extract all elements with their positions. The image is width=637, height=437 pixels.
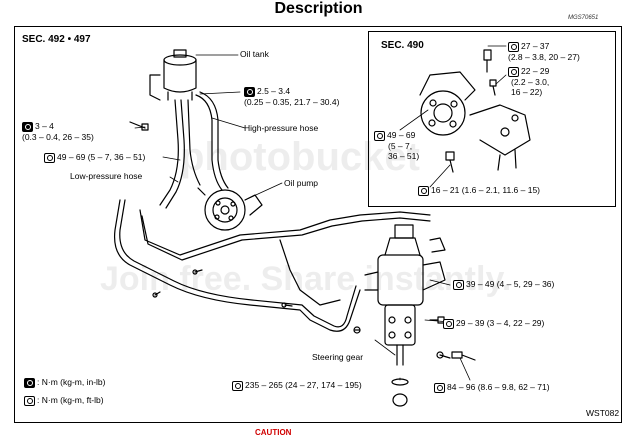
torque-value: 3 – 4 xyxy=(35,121,54,131)
torque-value-detail-2: 36 – 51) xyxy=(388,150,420,161)
torque-value-detail: (2.2 – 3.0, xyxy=(511,76,550,87)
legend-in-lb: : N·m (kg-m, in-lb) xyxy=(24,377,105,388)
torque-value: 22 – 29 xyxy=(521,66,550,76)
inset-pump-drawing xyxy=(419,49,531,173)
high-pressure-hose-label: High-pressure hose xyxy=(244,123,319,133)
torque-value-detail: (0.25 – 0.35, 21.7 – 30.4) xyxy=(244,96,340,107)
figure-code: MGS70651 xyxy=(568,15,599,21)
torque-ft-lb-icon xyxy=(508,66,519,77)
torque-value: 84 – 96 (8.6 – 9.8, 62 – 71) xyxy=(447,382,550,392)
torque-callout-sector-nut: 235 – 265 (24 – 27, 174 – 195) xyxy=(232,380,362,391)
torque-callout-inset-3: 49 – 69 (5 – 7, 36 – 51) xyxy=(374,130,419,161)
watermark-tagline: Join free. Share instantly. xyxy=(100,260,512,298)
legend-in-lb-text: : N·m (kg-m, in-lb) xyxy=(37,377,106,387)
torque-value: 39 – 49 (4 – 5, 29 – 36) xyxy=(466,279,555,289)
torque-ft-lb-icon xyxy=(418,185,429,196)
torque-value-detail: (0.3 – 0.4, 26 – 35) xyxy=(22,131,94,142)
torque-ft-lb-icon xyxy=(24,395,35,406)
torque-value: 235 – 265 (24 – 27, 174 – 195) xyxy=(245,380,362,390)
page-title: Description xyxy=(274,0,363,17)
torque-value-detail: (2.8 – 3.8, 20 – 27) xyxy=(508,51,580,62)
torque-ft-lb-icon xyxy=(374,130,385,141)
low-pressure-hose-drawing xyxy=(159,99,201,209)
oil-pump-drawing xyxy=(197,187,263,231)
torque-ft-lb-icon xyxy=(232,380,243,391)
low-pressure-hose-label: Low-pressure hose xyxy=(70,171,143,181)
torque-value: 16 – 21 (1.6 – 2.1, 11.6 – 15) xyxy=(431,185,541,195)
diagram-frame xyxy=(14,26,622,423)
torque-ft-lb-icon xyxy=(508,41,519,52)
torque-callout-inset-1: 27 – 37 (2.8 – 3.8, 20 – 27) xyxy=(508,41,580,62)
high-pressure-hose-drawing xyxy=(195,91,229,191)
torque-value: 29 – 39 (3 – 4, 22 – 29) xyxy=(456,318,545,328)
torque-callout-inset-4: 16 – 21 (1.6 – 2.1, 11.6 – 15) xyxy=(418,185,540,196)
torque-value: 2.5 – 3.4 xyxy=(257,86,291,96)
torque-callout-gear-nut: 29 – 39 (3 – 4, 22 – 29) xyxy=(443,318,544,329)
caution-heading: CAUTION xyxy=(255,428,292,437)
torque-value: 49 – 69 xyxy=(387,130,416,140)
torque-callout-pump-mount: 49 – 69 (5 – 7, 36 – 51) xyxy=(44,152,145,163)
torque-value: 49 – 69 (5 – 7, 36 – 51) xyxy=(57,152,146,162)
torque-callout-gear-mount: 84 – 96 (8.6 – 9.8, 62 – 71) xyxy=(434,382,550,393)
torque-callout-oil-tank: 2.5 – 3.4 (0.25 – 0.35, 21.7 – 30.4) xyxy=(244,86,339,107)
inset-frame xyxy=(368,31,616,207)
torque-value-detail-2: 16 – 22) xyxy=(511,86,543,97)
legend-ft-lb-text: : N·m (kg-m, ft-lb) xyxy=(37,395,104,405)
torque-ft-lb-icon xyxy=(453,279,464,290)
steering-gear-label: Steering gear xyxy=(312,352,364,362)
figure-id: WST082 xyxy=(586,408,620,418)
main-section-title: SEC. 492 • 497 xyxy=(22,34,91,45)
torque-in-lb-icon xyxy=(244,86,255,97)
bolts-drawing xyxy=(129,121,476,361)
torque-in-lb-icon xyxy=(22,121,33,132)
torque-ft-lb-icon xyxy=(44,152,55,163)
torque-ft-lb-icon xyxy=(434,382,445,393)
torque-value: 27 – 37 xyxy=(521,41,550,51)
pressure-line-drawing xyxy=(113,199,431,332)
torque-callout-gear-flare: 39 – 49 (4 – 5, 29 – 36) xyxy=(453,279,554,290)
oil-tank-drawing xyxy=(149,49,197,101)
torque-value-detail: (5 – 7, xyxy=(388,140,413,151)
oil-pump-label: Oil pump xyxy=(284,178,319,188)
oil-tank-label: Oil tank xyxy=(240,49,269,59)
leader-lines xyxy=(134,45,507,381)
torque-ft-lb-icon xyxy=(443,318,454,329)
inset-section-title: SEC. 490 xyxy=(381,40,424,51)
torque-callout-inset-2: 22 – 29 (2.2 – 3.0, 16 – 22) xyxy=(508,66,549,97)
legend-ft-lb: : N·m (kg-m, ft-lb) xyxy=(24,395,104,406)
torque-callout-bolt: 3 – 4 (0.3 – 0.4, 26 – 35) xyxy=(22,121,94,142)
torque-in-lb-icon xyxy=(24,377,35,388)
steering-gear-drawing xyxy=(364,224,446,407)
